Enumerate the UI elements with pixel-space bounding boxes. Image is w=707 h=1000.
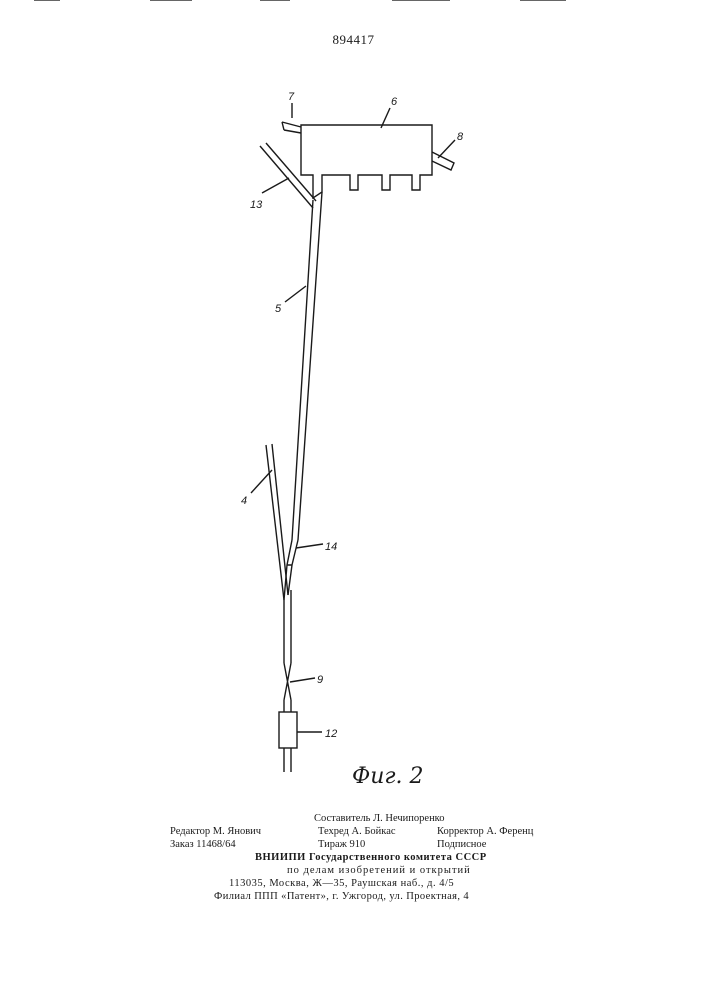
label-4: 4 <box>241 495 247 507</box>
leader-4 <box>251 470 272 493</box>
leader-13 <box>262 178 289 193</box>
org-line-1: ВНИИПИ Государственного комитета СССР <box>255 851 487 864</box>
leader-9 <box>290 678 315 682</box>
corrector-line: Корректор А. Ференц <box>437 825 533 838</box>
editor-line: Редактор М. Янович <box>170 825 261 838</box>
component-6-housing <box>301 125 432 198</box>
figure-caption: Фиг. 2 <box>352 764 424 789</box>
branch-line: Филиал ППП «Патент», г. Ужгород, ул. Про… <box>214 890 469 903</box>
leader-8 <box>438 140 455 158</box>
label-9: 9 <box>317 674 323 686</box>
twist-9 <box>284 663 291 712</box>
label-5: 5 <box>275 303 282 315</box>
label-14: 14 <box>325 541 337 553</box>
leader-14 <box>296 544 323 548</box>
component-5-tube <box>292 192 322 540</box>
component-8-outlet <box>432 152 454 170</box>
org-line-2: по делам изобретений и открытий <box>287 864 471 877</box>
circulation-line: Тираж 910 <box>318 838 365 851</box>
leader-5 <box>285 286 306 302</box>
output-rod <box>284 748 291 772</box>
component-12-block <box>279 712 297 748</box>
label-12: 12 <box>325 728 337 740</box>
component-7-nozzle <box>282 122 301 133</box>
lower-tube <box>284 590 291 663</box>
component-4-tube <box>266 444 288 600</box>
label-6: 6 <box>391 96 398 108</box>
subscription-line: Подписное <box>437 838 486 851</box>
label-7: 7 <box>288 91 295 103</box>
label-8: 8 <box>457 131 464 143</box>
techred-line: Техред А. Бойкас <box>318 825 396 838</box>
compiler-line: Составитель Л. Нечипоренко <box>314 812 445 825</box>
order-line: Заказ 11468/64 <box>170 838 236 851</box>
label-13: 13 <box>250 199 263 211</box>
address-line: 113035, Москва, Ж—35, Раушская наб., д. … <box>229 877 454 890</box>
